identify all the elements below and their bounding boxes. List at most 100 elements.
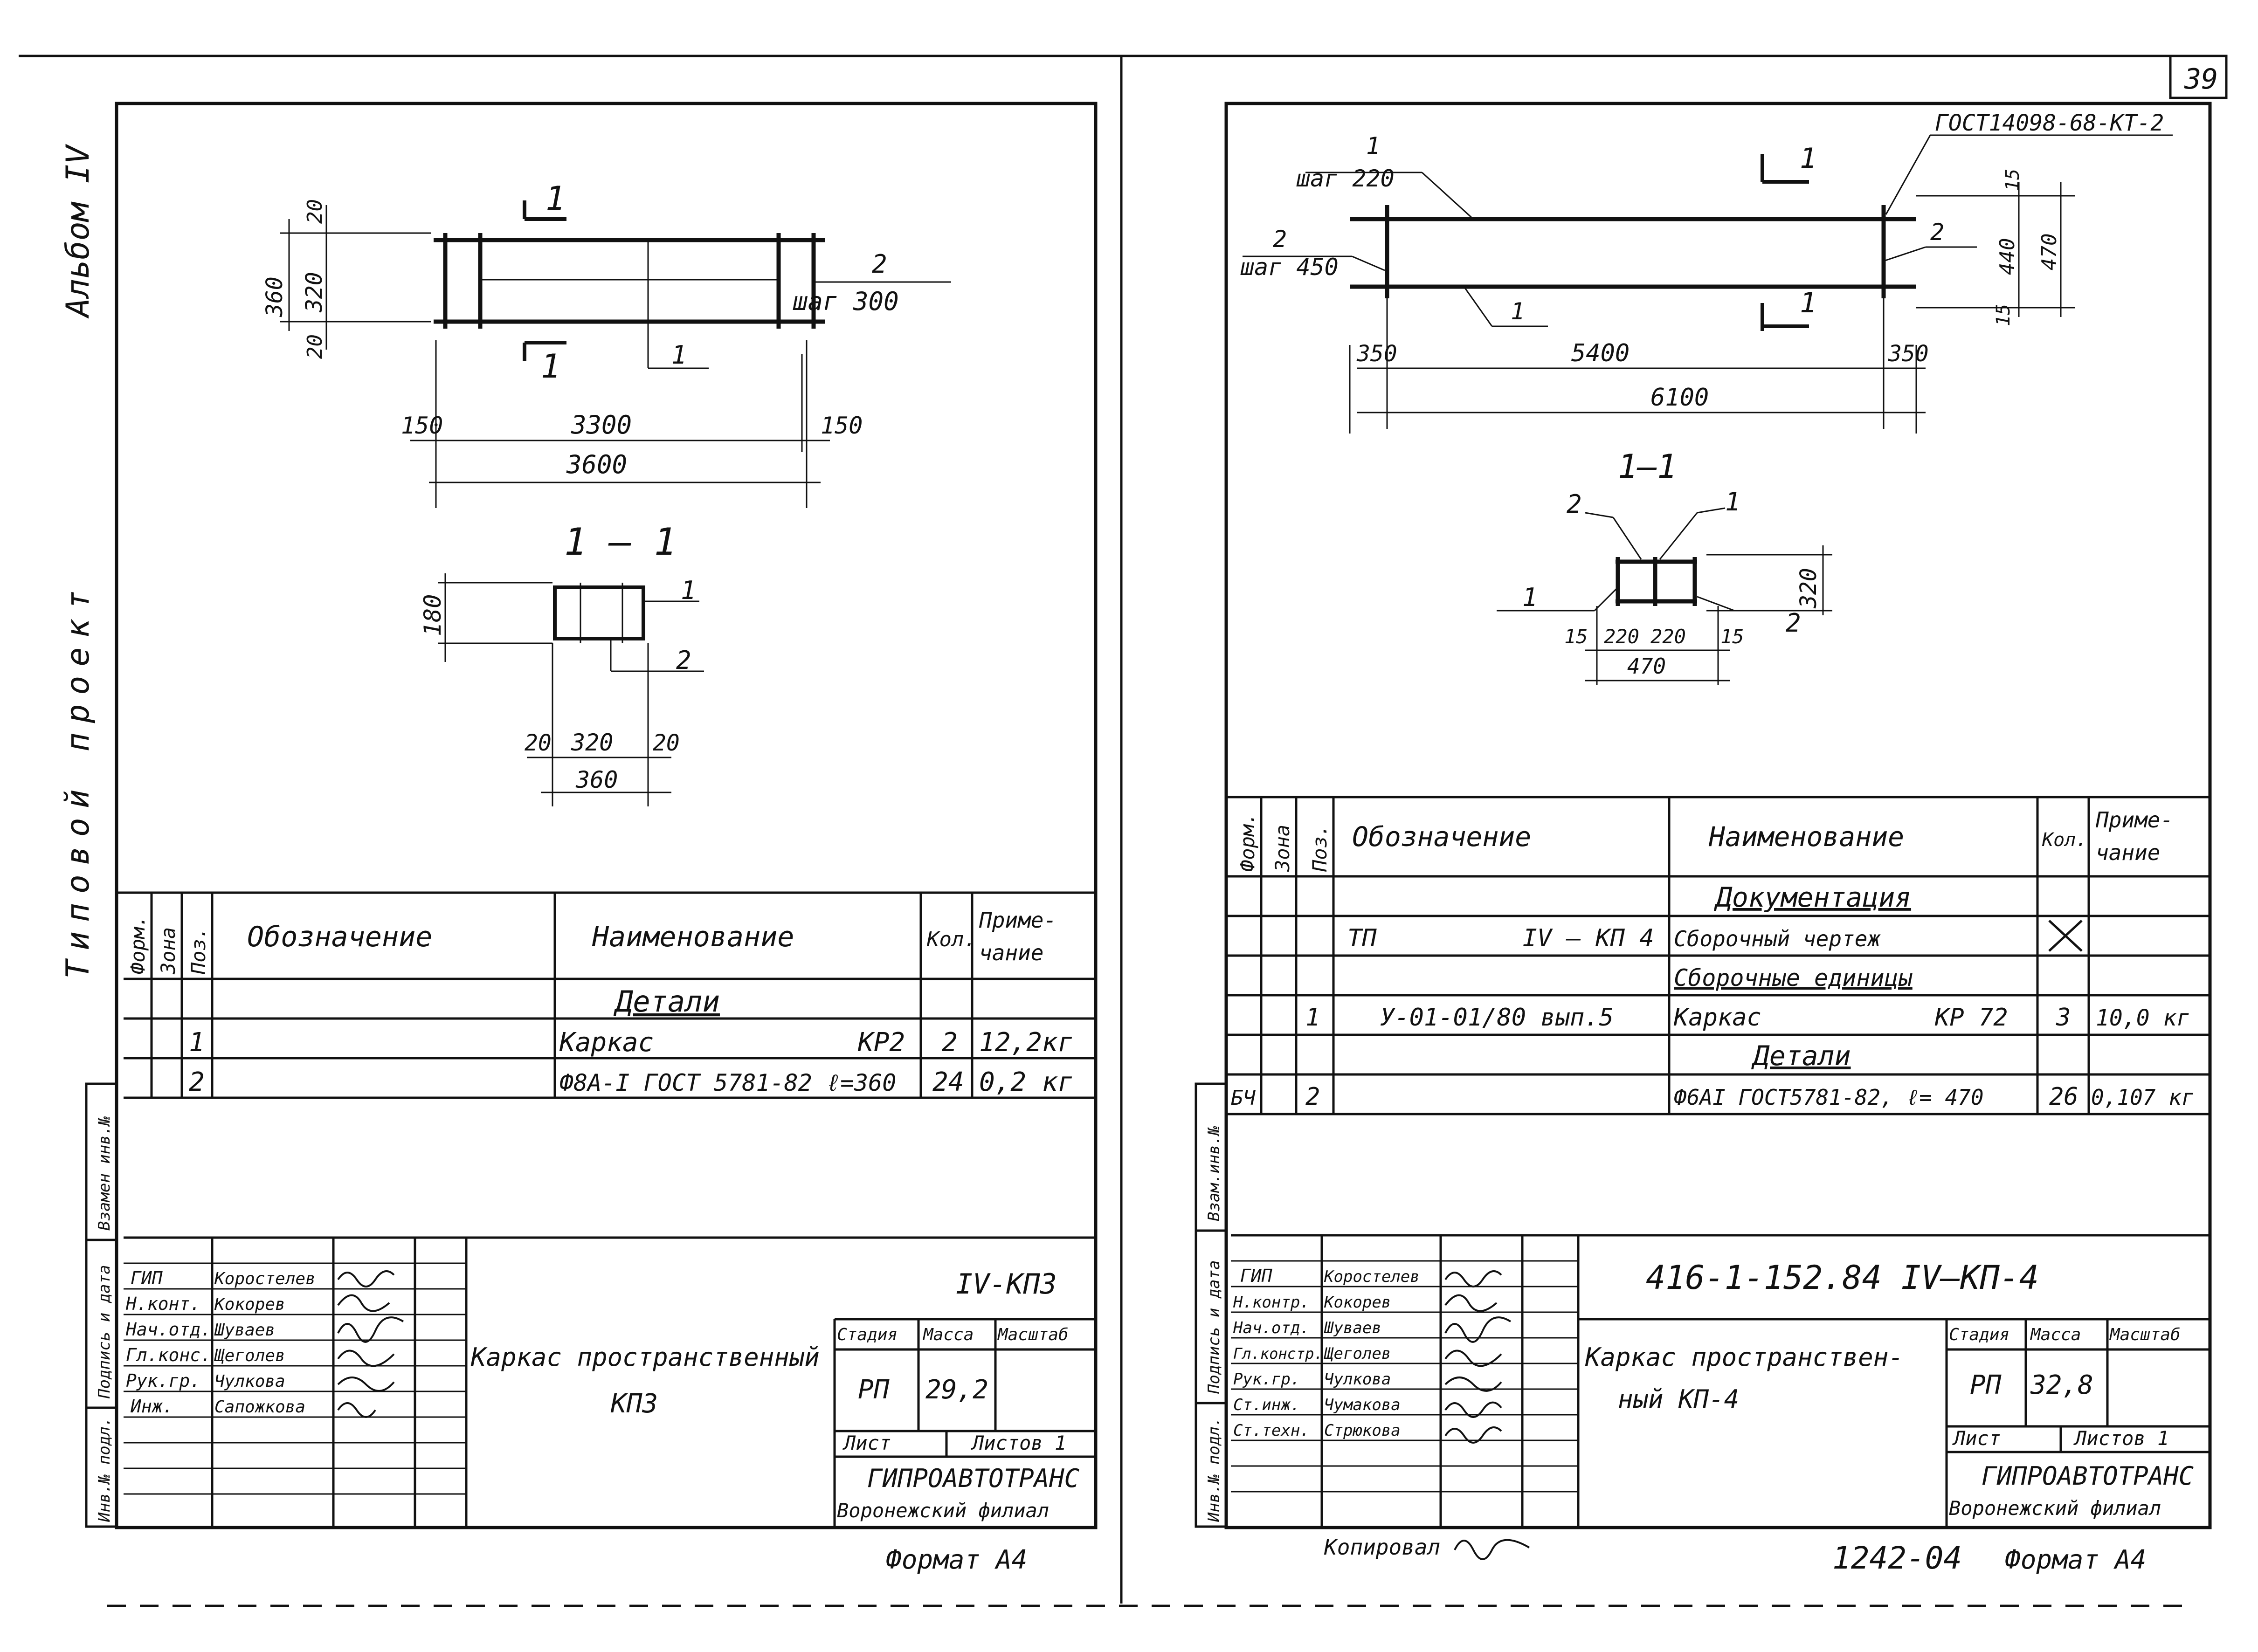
- cut-mark-bottom: 1: [541, 347, 560, 385]
- r-header-form: Форм.: [1236, 813, 1259, 872]
- sheets-label: Листов 1: [971, 1432, 1066, 1454]
- dim-20-top: 20: [303, 199, 327, 224]
- section-height-right: 320: [1795, 568, 1822, 609]
- sheet-label: Лист: [842, 1432, 891, 1454]
- row2-name: Ф8А-I ГОСТ 5781-82 ℓ=360: [559, 1069, 896, 1096]
- r-row1-designation: У-01-01/80 вып.5: [1380, 1004, 1614, 1032]
- r-tb-name-5: Чумакова: [1324, 1396, 1401, 1414]
- section-label-1-left: 1: [1522, 583, 1538, 612]
- left-sheet: 1 1 360 320 20 20 2 шаг 300 1 150 3300 1…: [85, 102, 1098, 1575]
- r-stage-value: РП: [1970, 1370, 2002, 1400]
- section-dim-220-left: 220: [1604, 625, 1639, 648]
- scale-header: Масштаб: [997, 1325, 1069, 1344]
- header-note-1: Приме-: [979, 908, 1056, 933]
- dim-350-left: 350: [1356, 341, 1397, 367]
- top-label-1: 1: [1366, 132, 1380, 159]
- tb-role-3: Гл.конс.: [126, 1345, 211, 1365]
- r-row-tp-designation: ТП IV – КП 4: [1347, 924, 1654, 952]
- r-header-pos: Поз.: [1308, 825, 1331, 872]
- dim-320: 320: [301, 272, 327, 313]
- header-designation: Обозначение: [247, 921, 432, 953]
- r-row2-pos: 2: [1305, 1083, 1320, 1111]
- section-dim-20-left: 20: [525, 730, 552, 756]
- left-spec-table: Форм. Зона Поз. Обозначение Наименование…: [117, 891, 1096, 1099]
- right-spec-table: Форм. Зона Поз. Обозначение Наименование…: [1226, 796, 2210, 1115]
- r-tb-role-6: Ст.техн.: [1233, 1421, 1310, 1440]
- tb-name-2: Шуваев: [214, 1321, 275, 1340]
- r-header-name: Наименование: [1708, 821, 1904, 853]
- r-tb-name-0: Коростелев: [1324, 1267, 1420, 1286]
- r-tb-role-3: Гл.констр.: [1233, 1345, 1323, 1363]
- label-2-right: 2: [1930, 219, 1944, 246]
- r-section-assembly: Сборочные единицы: [1674, 964, 1913, 991]
- r-tb-role-5: Ст.инж.: [1233, 1396, 1300, 1414]
- r-mass-value: 32,8: [2030, 1370, 2093, 1400]
- header-name: Наименование: [592, 921, 794, 953]
- section-title-right: 1–1: [1618, 447, 1677, 486]
- bottom-leader: 1: [1511, 298, 1525, 325]
- tb-name-1: Кокорев: [214, 1295, 285, 1314]
- dim-20-bottom: 20: [303, 334, 327, 359]
- header-zone: Зона: [157, 927, 180, 975]
- left-title-block: ГИП Н.конт. Нач.отд. Гл.конс. Рук.гр. Ин…: [124, 1236, 1096, 1528]
- dim-3600: 3600: [566, 450, 627, 479]
- org-branch: Воронежский филиал: [837, 1499, 1049, 1522]
- section-dim-320: 320: [571, 729, 613, 756]
- cut-mark-bottom-right: 1: [1800, 287, 1816, 319]
- r-row2-qty: 26: [2049, 1083, 2078, 1111]
- right-title-block: ГИП Н.контр. Нач.отд. Гл.констр. Рук.гр.…: [1231, 1234, 2210, 1528]
- tb-role-1: Н.конт.: [125, 1294, 200, 1314]
- section-dim-20-right: 20: [653, 730, 680, 756]
- order-number: 1242-04: [1832, 1540, 1962, 1576]
- section-pos2: 2: [676, 646, 691, 675]
- tb-name-4: Чулкова: [214, 1372, 285, 1391]
- rod-label: 2: [872, 249, 887, 279]
- r-org-name: ГИПРОАВТОТРАНС: [1982, 1461, 2194, 1491]
- svg-text:Подпись и дата: Подпись и дата: [1205, 1260, 1223, 1394]
- svg-text:Типовой проект: Типовой проект: [60, 581, 97, 979]
- r-row2-note: 0,107 кг: [2091, 1085, 2195, 1110]
- album-label: Альбом IV Типовой проект: [60, 144, 97, 979]
- svg-text:Альбом IV: Альбом IV: [60, 144, 97, 319]
- r-org-branch: Воронежский филиал: [1949, 1497, 2161, 1520]
- right-drawing: 1 шаг 220 2 шаг 450 ГОСТ14098-68-КТ-2 1 …: [1240, 110, 2173, 685]
- tb-role-0: ГИП: [131, 1268, 163, 1288]
- title-line2: КП3: [610, 1389, 658, 1419]
- dim-350-right: 350: [1888, 341, 1929, 367]
- section-pos1: 1: [681, 576, 696, 605]
- r-section-doc: Документация: [1713, 881, 1911, 913]
- r-tb-role-2: Нач.отд.: [1233, 1319, 1310, 1337]
- row1-note: 12,2кг: [979, 1027, 1073, 1058]
- r-header-note-2: чание: [2096, 840, 2160, 865]
- r-row1-note: 10,0 кг: [2096, 1005, 2190, 1031]
- page-number: 39: [2184, 63, 2218, 96]
- dim-440: 440: [1996, 238, 2019, 275]
- r-stage-header: Стадия: [1949, 1325, 2009, 1344]
- r-section-details: Детали: [1751, 1040, 1851, 1072]
- r-row1-pos: 1: [1305, 1004, 1320, 1032]
- signatures: [1444, 1270, 1512, 1444]
- r-tb-role-0: ГИП: [1240, 1266, 1273, 1286]
- r-row2-form: БЧ: [1231, 1086, 1256, 1110]
- label-2-left: 2: [1273, 226, 1287, 253]
- mass-header: Масса: [922, 1325, 974, 1344]
- dim-150-left: 150: [401, 412, 443, 439]
- dim-360: 360: [262, 276, 288, 317]
- header-pos: Поз.: [187, 927, 210, 975]
- r-sheet-label: Лист: [1952, 1427, 2001, 1450]
- r-doc-code: 416-1-152.84 IV–КП-4: [1646, 1259, 2039, 1297]
- tb-name-0: Коростелев: [214, 1269, 316, 1288]
- cut-mark-top-right: 1: [1800, 142, 1816, 175]
- mass-value: 29,2: [925, 1375, 988, 1405]
- r-row1-name: Каркас: [1673, 1004, 1761, 1032]
- r-mass-header: Масса: [2030, 1325, 2081, 1344]
- r-title-line2: ный КП-4: [1618, 1384, 1739, 1414]
- r-sheets-label: Листов 1: [2073, 1427, 2169, 1450]
- tb-name-3: Щеголев: [214, 1346, 285, 1365]
- dim-470: 470: [2037, 234, 2061, 270]
- r-row1-code: КР 72: [1934, 1004, 2008, 1032]
- header-form: Форм.: [126, 915, 149, 974]
- section-dim-220-right: 220: [1650, 625, 1686, 648]
- r-tb-name-3: Щеголев: [1324, 1344, 1391, 1363]
